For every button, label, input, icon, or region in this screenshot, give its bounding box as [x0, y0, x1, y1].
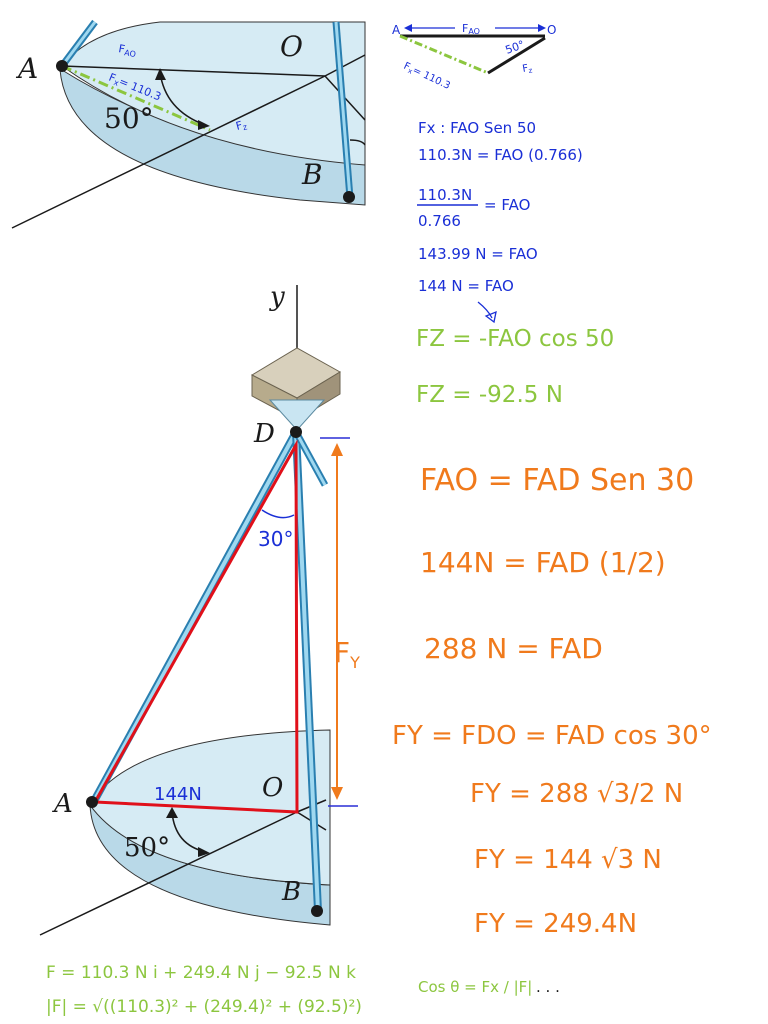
point-a-bottom: [86, 796, 98, 808]
x-axis-line-bottom: [39, 811, 298, 936]
note-orange-7: FY = 249.4N: [474, 909, 637, 939]
note-blue-2: 110.3N = FAO (0.766): [418, 146, 583, 164]
note-orange-5: FY = 288 √3/2 N: [470, 779, 683, 809]
bottom-notes: F = 110.3 N i + 249.4 N j − 92.5 N k |F|…: [46, 963, 560, 1017]
sketch-label-a: A: [392, 23, 401, 37]
line-a-o: [61, 65, 326, 77]
fx-dashed-line: [61, 64, 211, 132]
top-disk-face: [61, 21, 366, 166]
vector-equation: F = 110.3 N i + 249.4 N j − 92.5 N k: [46, 963, 356, 983]
magnitude-equation: |F| = √((110.3)² + (249.4)² + (92.5)²): [46, 997, 362, 1017]
orange-notes: FAO = FAD Sen 30 144N = FAD (1/2) 288 N …: [392, 463, 712, 939]
point-b-top: [343, 191, 355, 203]
point-a-top: [56, 60, 68, 72]
note-blue-3: 110.3N: [418, 186, 472, 204]
label-y: y: [269, 282, 285, 312]
sketch-label-fx: Fx= 110.3: [401, 61, 451, 93]
ellipsis: . . .: [536, 978, 560, 996]
point-b-bottom: [311, 905, 323, 917]
sketch-angle: 50°: [504, 38, 527, 57]
note-green-2: FZ = -92.5 N: [416, 382, 563, 408]
angle-label-top: 50°: [104, 102, 154, 135]
note-blue-4: = FAO: [484, 196, 530, 214]
top-figure: A O B 50° FAO Fx= 110.3 Fz: [11, 19, 366, 235]
note-orange-6: FY = 144 √3 N: [474, 845, 662, 875]
note-blue-1: Fx : FAO Sen 50: [418, 119, 536, 137]
angle-label-30: 30°: [258, 527, 293, 551]
force-sketch: A O FAO 50° Fx= 110.3 Fz: [392, 22, 556, 93]
f-ao-label-top: FAO: [117, 42, 137, 59]
angle-label-bottom: 50°: [124, 833, 170, 863]
x-axis-line: [11, 75, 326, 229]
note-orange-2: 144N = FAD (1/2): [420, 546, 666, 579]
note-blue-5: 0.766: [418, 212, 461, 230]
label-a-top: A: [15, 52, 38, 85]
sketch-label-o: O: [547, 23, 556, 37]
angle-arc-30: [261, 509, 295, 519]
point-d: [290, 426, 302, 438]
sketch-label-fao: FAO: [462, 22, 480, 36]
sketch-label-fz: Fz: [522, 62, 534, 76]
sketch-line-fz: [487, 36, 546, 75]
label-o-top: O: [280, 30, 303, 63]
label-d: D: [253, 419, 275, 449]
fy-label: FY: [334, 636, 360, 672]
cos-equation: Cos θ = Fx / |F|: [418, 978, 532, 996]
note-green-1: FZ = -FAO cos 50: [416, 326, 614, 352]
label-o-bottom: O: [262, 773, 283, 803]
green-notes: FZ = -FAO cos 50 FZ = -92.5 N: [416, 326, 614, 408]
label-b-bottom: B: [281, 877, 301, 907]
red-triangle: [92, 439, 299, 814]
bottom-figure: y FY: [39, 282, 360, 936]
note-orange-1: FAO = FAD Sen 30: [420, 463, 694, 498]
note-orange-3: 288 N = FAD: [424, 632, 603, 665]
f-z-label-top: Fz: [234, 118, 248, 134]
note-blue-6: 143.99 N = FAO: [418, 245, 538, 263]
label-a-bottom: A: [52, 789, 73, 819]
label-b-top: B: [301, 158, 323, 191]
note-blue-7: 144 N = FAO: [418, 277, 514, 295]
length-label-144n: 144N: [154, 784, 202, 805]
blue-notes: Fx : FAO Sen 50 110.3N = FAO (0.766) 110…: [417, 119, 583, 324]
note-orange-4: FY = FDO = FAD cos 30°: [392, 721, 712, 751]
